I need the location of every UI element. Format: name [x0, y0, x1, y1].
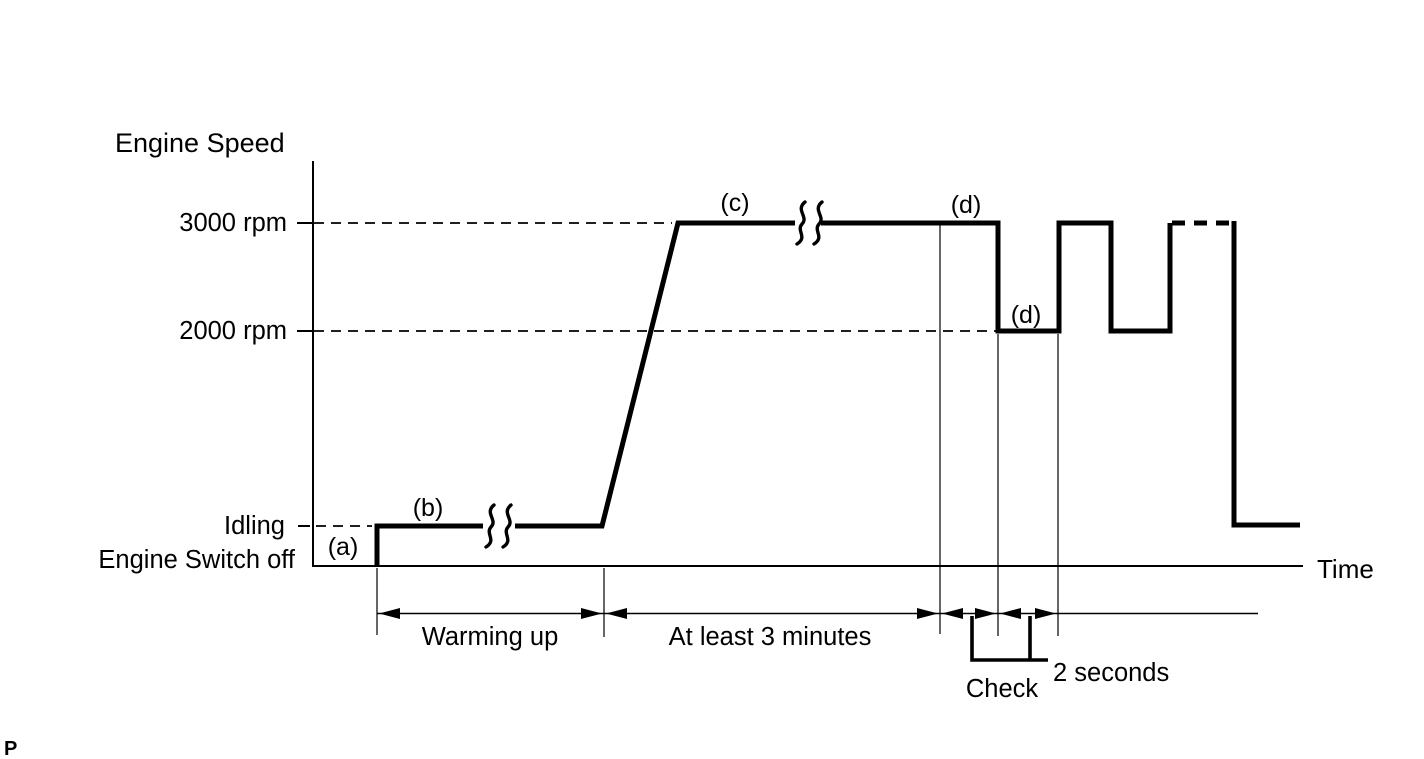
dim-arrow-right-icon — [1035, 608, 1056, 619]
phase-label-d-low: (d) — [1011, 301, 1042, 329]
span-label-warming-up: Warming up — [422, 623, 559, 651]
time-break-icon — [501, 503, 513, 549]
speed-profile-check-pulses — [821, 220, 1173, 334]
y-axis-title: Engine Speed — [115, 128, 285, 158]
phase-label-c: (c) — [720, 189, 749, 217]
span-label-check: Check — [966, 675, 1039, 703]
phase-label-b: (b) — [413, 494, 444, 522]
dim-arrow-right-icon — [581, 608, 602, 619]
span-label-at-least-3-minutes: At least 3 minutes — [669, 623, 872, 651]
speed-profile-start-idle — [374, 523, 483, 566]
dim-arrow-right-icon — [917, 608, 938, 619]
phase-label-d-high: (d) — [951, 191, 982, 219]
time-break-icon — [812, 200, 824, 246]
span-label-2-seconds: 2 seconds — [1053, 659, 1169, 687]
y-tick-label-engine-switch-off: Engine Switch off — [98, 546, 295, 574]
page-marker: P — [4, 738, 17, 759]
dim-arrow-left-icon — [379, 608, 400, 619]
time-break-icon — [484, 503, 496, 549]
dim-arrow-left-icon — [1000, 608, 1021, 619]
dim-arrow-right-icon — [975, 608, 996, 619]
speed-profile-rampup-3000 — [515, 220, 795, 529]
speed-profile-return-idle — [1231, 221, 1300, 528]
y-tick-label-idling: Idling — [224, 512, 285, 540]
phase-label-a: (a) — [328, 533, 359, 561]
time-break-icon — [795, 200, 807, 246]
x-axis-title: Time — [1317, 554, 1374, 584]
dim-arrow-left-icon — [942, 608, 963, 619]
dim-arrow-left-icon — [606, 608, 627, 619]
check-bracket — [970, 616, 1048, 662]
y-tick-label-3000rpm: 3000 rpm — [179, 209, 287, 237]
y-tick-label-2000rpm: 2000 rpm — [179, 317, 287, 345]
